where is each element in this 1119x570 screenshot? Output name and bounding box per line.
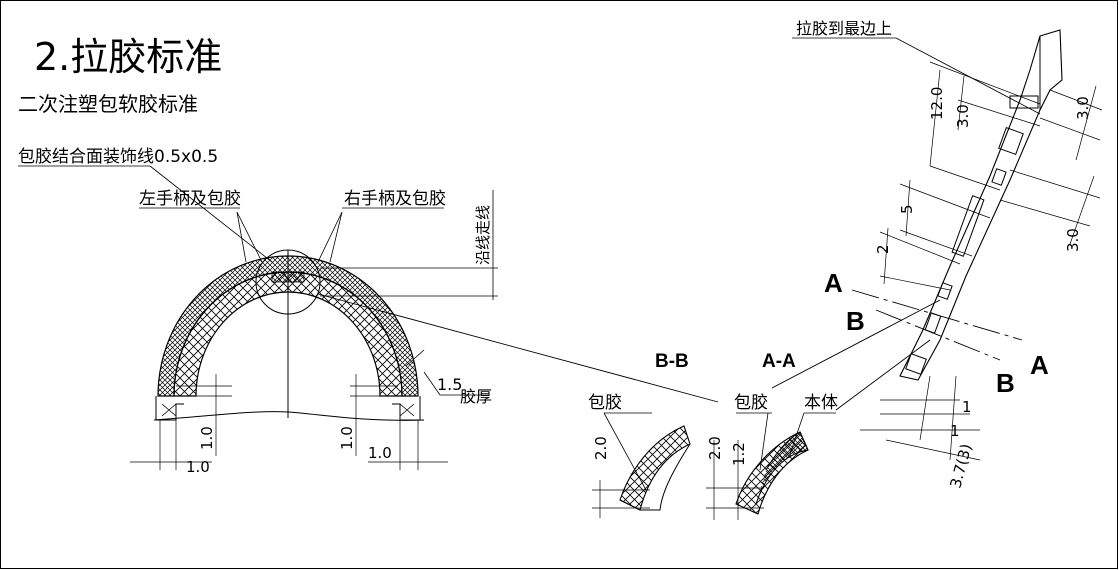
dim-12-0: 12.0 bbox=[928, 87, 946, 120]
dim-aa-1-2: 1.2 bbox=[730, 442, 748, 466]
handle-side-view bbox=[792, 29, 1103, 461]
dim-left-horizontal: 1.0 bbox=[186, 458, 210, 476]
label-left-handle: 左手柄及包胶 bbox=[139, 189, 241, 209]
label-right-handle: 右手柄及包胶 bbox=[344, 189, 446, 209]
label-thickness: 胶厚 bbox=[460, 387, 492, 406]
dim-3-0-right-top: 3.0 bbox=[1074, 96, 1092, 120]
dim-right-horizontal: 1.0 bbox=[368, 444, 392, 462]
label-groove-line: 沿线走线 bbox=[474, 205, 492, 265]
cut-mark-b-right: B bbox=[996, 368, 1015, 398]
cut-mark-a-right: A bbox=[1030, 350, 1049, 380]
handle-body bbox=[173, 271, 403, 397]
dim-aa-2-0: 2.0 bbox=[706, 436, 724, 460]
label-overmold-aa: 包胶 bbox=[734, 393, 768, 413]
arch-section bbox=[18, 165, 719, 470]
section-details bbox=[592, 299, 941, 520]
dim-2: 2 bbox=[874, 244, 892, 254]
section-label-bb: B-B bbox=[655, 351, 689, 372]
dim-right-vertical: 1.0 bbox=[338, 426, 356, 450]
page-title: 2.拉胶标准 bbox=[34, 35, 222, 79]
dim-1-top: 1 bbox=[962, 398, 972, 416]
section-label-aa: A-A bbox=[762, 351, 796, 372]
label-decor-line: 包胶结合面装饰线0.5x0.5 bbox=[18, 147, 218, 167]
cut-mark-a-left: A bbox=[824, 268, 843, 298]
label-body: 本体 bbox=[804, 393, 838, 413]
dim-bb-2-0: 2.0 bbox=[592, 436, 610, 460]
dim-5: 5 bbox=[898, 204, 916, 214]
subtitle: 二次注塑包软胶标准 bbox=[18, 92, 198, 116]
dim-thickness-value: 1.5 bbox=[437, 375, 462, 394]
label-overmold-bb: 包胶 bbox=[588, 393, 622, 413]
cut-mark-b-left: B bbox=[846, 306, 865, 336]
dim-left-vertical: 1.0 bbox=[198, 426, 216, 450]
dim-3-0-right-bottom: 3.0 bbox=[1064, 228, 1082, 252]
dim-1-bottom: 1 bbox=[950, 422, 960, 440]
label-pull-to-edge: 拉胶到最边上 bbox=[796, 19, 892, 38]
dim-3-0-left: 3.0 bbox=[954, 104, 972, 128]
